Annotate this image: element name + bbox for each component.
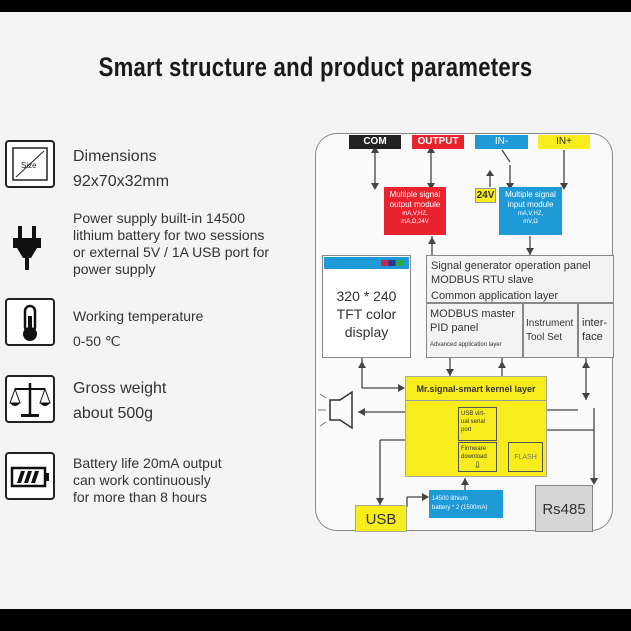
svg-text:Size: Size — [21, 161, 37, 170]
power-plug-icon — [5, 222, 55, 270]
download-arrow-icon: ⇩ — [473, 460, 482, 470]
speaker-icon — [329, 390, 353, 430]
port-in-plus: IN+ — [538, 135, 590, 149]
thermometer-icon — [5, 298, 55, 346]
port-output: OUTPUT — [412, 135, 464, 149]
24v-label: 24V — [475, 188, 496, 203]
port-in-minus: IN- — [475, 135, 528, 149]
battery-icon — [5, 452, 55, 500]
page-title: Smart structure and product parameters — [98, 52, 533, 82]
display-header — [324, 257, 409, 269]
scale-icon — [5, 375, 55, 423]
bottom-bar — [0, 609, 631, 631]
rs485-port: Rs485 — [535, 485, 593, 532]
usb-port: USB — [355, 505, 407, 532]
port-com: COM — [349, 135, 401, 149]
top-bar — [0, 0, 631, 12]
flash-box: FLASH — [508, 442, 543, 472]
size-icon: Size — [5, 140, 55, 188]
interface-box: inter-face — [578, 303, 614, 358]
